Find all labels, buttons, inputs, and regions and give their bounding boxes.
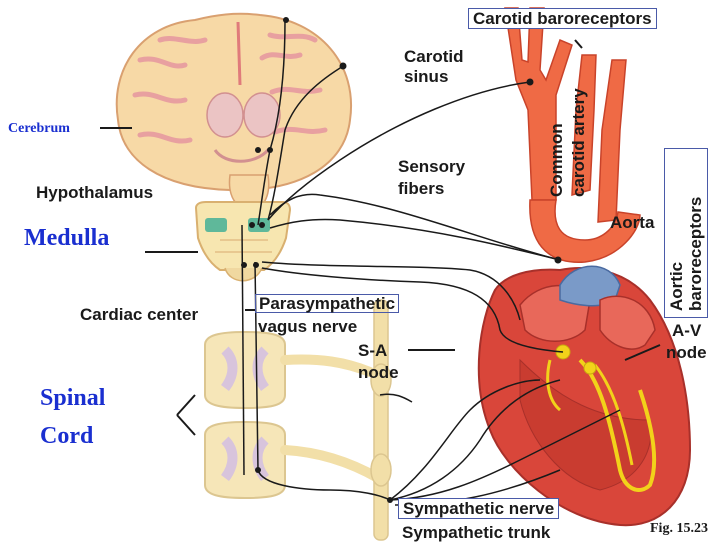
label-vagus-nerve: vagus nerve (258, 317, 358, 336)
label-sympathetic-trunk: Sympathetic trunk (402, 523, 551, 542)
spinal-cord-illustration (204, 299, 392, 541)
label-aortic-baroreceptors-box: Aortic baroreceptors (664, 148, 708, 318)
label-hypothalamus: Hypothalamus (36, 183, 154, 202)
carotid-arteries-illustration (504, 7, 627, 223)
label-sa-node-line2: node (358, 363, 399, 382)
label-aortic-baroreceptors-line1: Aortic (667, 261, 686, 311)
label-parasympathetic: Parasympathetic (255, 294, 400, 313)
label-medulla: Medulla (24, 225, 110, 251)
cerebrum-illustration (115, 12, 353, 192)
label-common-carotid-line1: Common (547, 123, 566, 197)
label-spinal-cord-line2: Cord (40, 423, 94, 449)
label-sensory-fibers-line1: Sensory (398, 157, 466, 176)
label-aorta: Aorta (610, 213, 655, 232)
leader-lines (100, 39, 661, 436)
label-sensory-fibers-line2: fibers (398, 179, 445, 198)
label-av-node-line1: A-V (672, 321, 702, 340)
label-carotid-sinus-line2: sinus (404, 67, 449, 86)
label-cerebrum: Cerebrum (8, 121, 70, 136)
label-av-node-line2: node (666, 343, 707, 362)
label-common-carotid-line2: carotid artery (569, 88, 588, 197)
figure-number: Fig. 15.23 (650, 521, 708, 536)
nerve-dots (241, 17, 562, 503)
label-carotid-baroreceptors: Carotid baroreceptors (468, 8, 657, 29)
label-aortic-baroreceptors-line2: baroreceptors (686, 196, 705, 311)
nerve-fibers (241, 19, 621, 506)
label-carotid-sinus-line1: Carotid (404, 47, 464, 66)
label-spinal-cord-line1: Spinal (40, 385, 106, 411)
heart-illustration (477, 265, 692, 527)
label-sa-node-line1: S-A (358, 341, 388, 360)
label-sympathetic-nerve: Sympathetic nerve (398, 498, 560, 519)
aorta-illustration (529, 199, 641, 263)
label-cardiac-center: Cardiac center (80, 305, 199, 324)
